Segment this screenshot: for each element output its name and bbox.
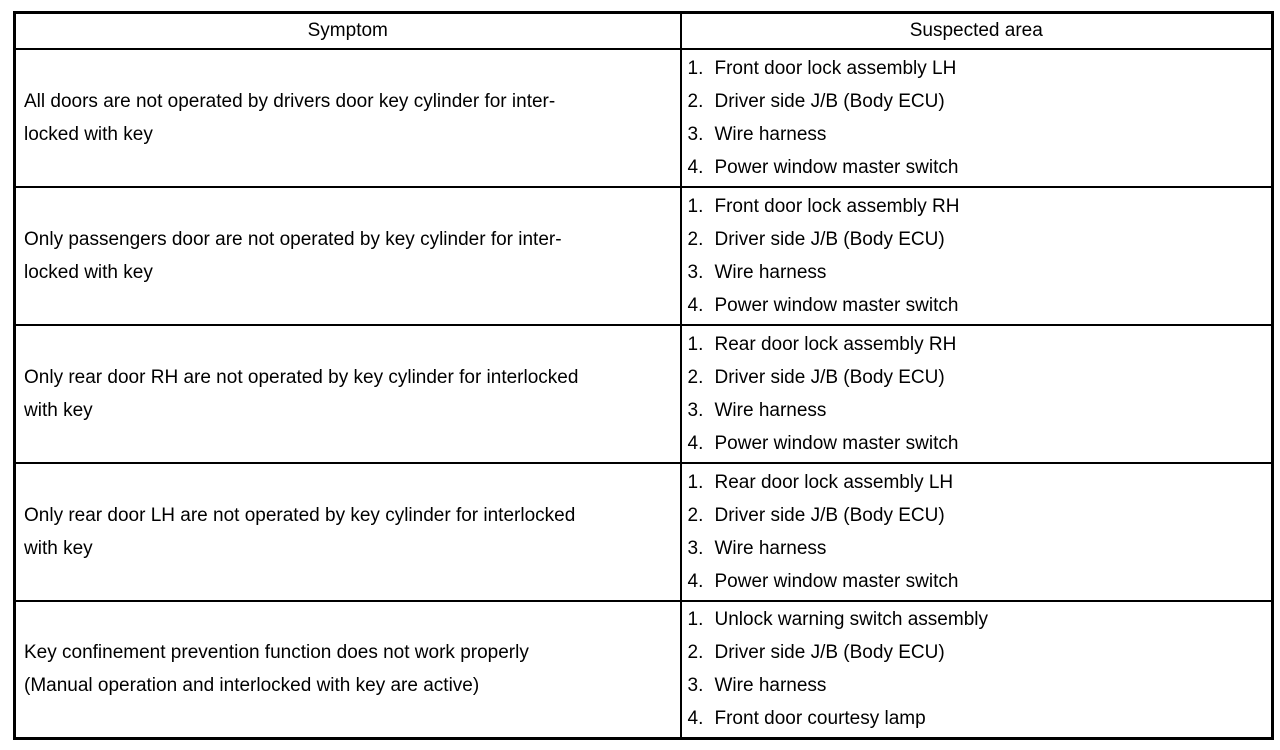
item-text: Front door lock assembly RH [714, 195, 960, 217]
symptom-cell: Only rear door LH are not operated by ke… [13, 461, 682, 602]
item-text: Power window master switch [714, 570, 959, 592]
suspected-item: 4. Power window master switch [688, 565, 1268, 598]
item-text: Power window master switch [714, 294, 959, 316]
item-number: 1. [687, 471, 704, 493]
suspected-cell: 1. Front door lock assembly RH 2. Driver… [679, 185, 1274, 326]
suspected-item: 2. Driver side J/B (Body ECU) [688, 361, 1268, 394]
suspected-item: 2. Driver side J/B (Body ECU) [688, 85, 1268, 118]
suspected-item: 1. Rear door lock assembly RH [688, 328, 1268, 361]
item-number: 3. [687, 261, 704, 283]
item-number: 4. [687, 708, 704, 730]
suspected-item: 4. Power window master switch [688, 289, 1268, 322]
header-row: Symptom Suspected area [13, 11, 1274, 50]
item-text: Wire harness [714, 399, 827, 421]
table-row: Only rear door RH are not operated by ke… [13, 323, 1274, 464]
item-text: Driver side J/B (Body ECU) [714, 90, 945, 112]
suspected-item: 1. Rear door lock assembly LH [688, 466, 1268, 499]
suspected-item: 3. Wire harness [688, 394, 1268, 427]
item-number: 1. [687, 195, 704, 217]
item-number: 4. [687, 570, 704, 592]
symptom-diagnostic-table: Symptom Suspected area All doors are not… [13, 11, 1274, 740]
symptom-cell: Only rear door RH are not operated by ke… [13, 323, 682, 464]
suspected-item: 3. Wire harness [688, 118, 1268, 151]
suspected-item: 3. Wire harness [688, 256, 1268, 289]
item-text: Front door lock assembly LH [714, 57, 957, 79]
item-text: Driver side J/B (Body ECU) [714, 504, 945, 526]
symptom-cell: Only passengers door are not operated by… [13, 185, 682, 326]
item-text: Driver side J/B (Body ECU) [714, 228, 945, 250]
item-number: 1. [687, 57, 704, 79]
item-number: 2. [687, 228, 704, 250]
item-number: 2. [687, 642, 704, 664]
suspected-cell: 1. Unlock warning switch assembly 2. Dri… [679, 599, 1274, 740]
suspected-item: 1. Front door lock assembly RH [688, 190, 1268, 223]
item-text: Driver side J/B (Body ECU) [714, 642, 945, 664]
table-row: Key confinement prevention function does… [13, 599, 1274, 740]
suspected-item: 2. Driver side J/B (Body ECU) [688, 499, 1268, 532]
item-number: 4. [687, 294, 704, 316]
item-text: Driver side J/B (Body ECU) [714, 366, 945, 388]
item-number: 2. [687, 90, 704, 112]
suspected-item: 1. Front door lock assembly LH [688, 52, 1268, 85]
suspected-item: 2. Driver side J/B (Body ECU) [688, 636, 1268, 669]
suspected-cell: 1. Rear door lock assembly LH 2. Driver … [679, 461, 1274, 602]
item-number: 3. [687, 399, 704, 421]
symptom-cell: Key confinement prevention function does… [13, 599, 682, 740]
item-number: 3. [687, 123, 704, 145]
suspected-cell: 1. Rear door lock assembly RH 2. Driver … [679, 323, 1274, 464]
suspected-item: 4. Power window master switch [688, 151, 1268, 184]
item-text: Front door courtesy lamp [714, 708, 926, 730]
suspected-item: 1. Unlock warning switch assembly [688, 603, 1268, 636]
suspected-cell: 1. Front door lock assembly LH 2. Driver… [679, 47, 1274, 188]
item-text: Wire harness [714, 675, 827, 697]
table-row: All doors are not operated by drivers do… [13, 47, 1274, 188]
suspected-item: 4. Power window master switch [688, 427, 1268, 460]
suspected-item: 3. Wire harness [688, 669, 1268, 702]
item-number: 4. [687, 432, 704, 454]
item-number: 3. [687, 537, 704, 559]
item-number: 2. [687, 504, 704, 526]
item-text: Unlock warning switch assembly [714, 609, 989, 631]
item-text: Power window master switch [714, 156, 959, 178]
item-text: Wire harness [714, 537, 827, 559]
symptom-cell: All doors are not operated by drivers do… [13, 47, 682, 188]
suspected-item: 3. Wire harness [688, 532, 1268, 565]
item-number: 1. [687, 609, 704, 631]
table-row: Only passengers door are not operated by… [13, 185, 1274, 326]
table-row: Only rear door LH are not operated by ke… [13, 461, 1274, 602]
item-text: Rear door lock assembly RH [714, 333, 957, 355]
col-header-suspected-area: Suspected area [679, 11, 1274, 50]
item-number: 4. [687, 156, 704, 178]
item-text: Wire harness [714, 123, 827, 145]
item-text: Wire harness [714, 261, 827, 283]
item-text: Rear door lock assembly LH [714, 471, 954, 493]
suspected-item: 2. Driver side J/B (Body ECU) [688, 223, 1268, 256]
item-number: 3. [687, 675, 704, 697]
suspected-item: 4. Front door courtesy lamp [688, 702, 1268, 735]
item-number: 2. [687, 366, 704, 388]
item-number: 1. [687, 333, 704, 355]
col-header-symptom: Symptom [13, 11, 682, 50]
item-text: Power window master switch [714, 432, 959, 454]
